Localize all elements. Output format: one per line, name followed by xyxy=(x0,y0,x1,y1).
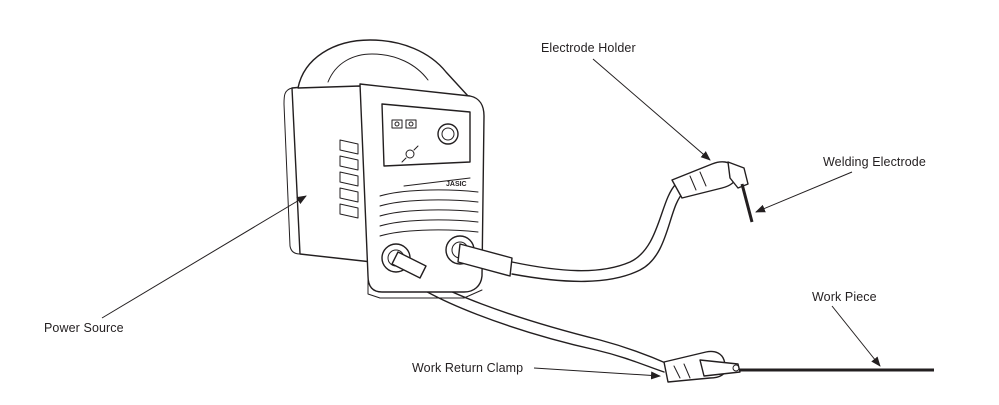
leader-work-piece xyxy=(831,305,881,367)
brand-logo: JASIC xyxy=(446,181,467,188)
power-source-label: Power Source xyxy=(44,321,124,335)
mode-switch-icon xyxy=(401,145,419,163)
work-return-clamp xyxy=(663,350,741,383)
control-panel xyxy=(381,103,471,167)
leader-electrode-holder xyxy=(592,58,711,161)
leader-welding-electrode xyxy=(755,171,853,213)
leader-work-return-clamp xyxy=(533,367,661,380)
electrode-holder xyxy=(671,161,749,199)
indicator-lights xyxy=(391,119,417,129)
power-source-machine: JASIC xyxy=(283,39,513,299)
welding-electrode-label: Welding Electrode xyxy=(823,155,926,169)
leader-lines xyxy=(101,58,881,380)
welding-electrode xyxy=(740,183,754,223)
side-vents xyxy=(339,139,359,219)
front-vents xyxy=(379,189,479,237)
work-piece-label: Work Piece xyxy=(812,290,877,304)
electrode-holder-cable xyxy=(511,183,685,283)
work-return-clamp-label: Work Return Clamp xyxy=(412,361,524,375)
electrode-holder-label: Electrode Holder xyxy=(541,41,636,55)
leader-power-source xyxy=(101,195,307,319)
current-knob xyxy=(437,123,459,145)
